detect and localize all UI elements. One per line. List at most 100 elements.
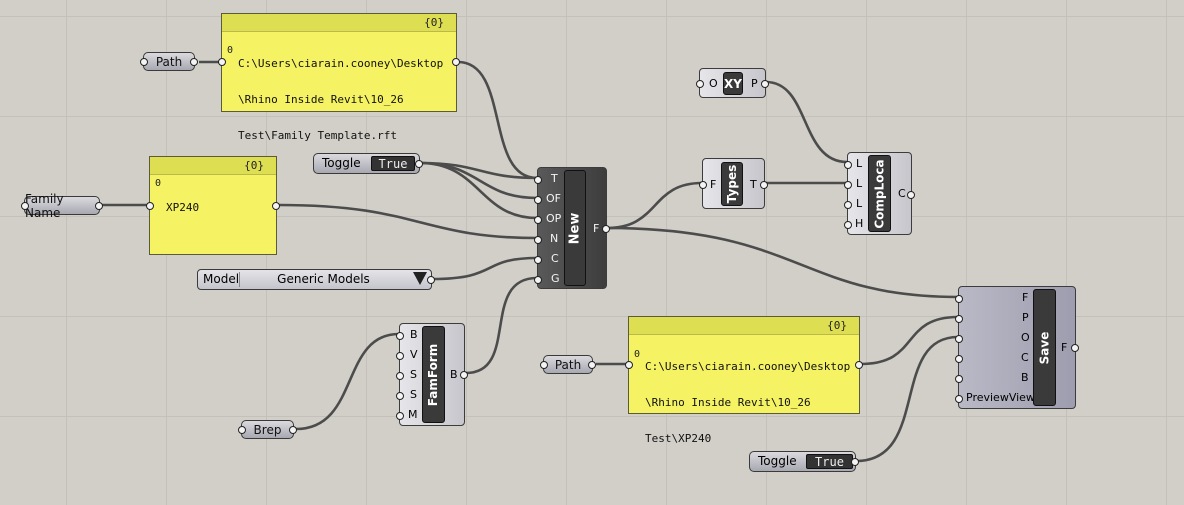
input-C[interactable]: C (551, 252, 559, 265)
input-grip[interactable] (534, 276, 542, 284)
input-grip[interactable] (955, 355, 963, 363)
input-O[interactable]: O (1021, 331, 1030, 344)
output-grip[interactable] (851, 458, 859, 466)
input-F[interactable]: F (1022, 291, 1029, 304)
output-grip[interactable] (855, 361, 863, 369)
input-L[interactable]: L (856, 197, 863, 210)
input-grip[interactable] (396, 352, 404, 360)
input-OP[interactable]: OP (546, 212, 562, 225)
input-grip[interactable] (21, 202, 29, 210)
input-L[interactable]: L (856, 177, 863, 190)
input-grip[interactable] (238, 426, 246, 434)
input-grip[interactable] (140, 58, 148, 66)
input-grip[interactable] (540, 361, 548, 369)
output-grip[interactable] (427, 276, 435, 284)
input-grip[interactable] (699, 181, 707, 189)
input-P[interactable]: P (1022, 311, 1029, 324)
input-PreviewView[interactable]: PreviewView (966, 391, 1035, 404)
output-B[interactable]: B (450, 368, 458, 381)
input-grip[interactable] (844, 221, 852, 229)
template-path-panel[interactable]: {0} 0 C:\Users\ciarain.cooney\Desktop \R… (218, 13, 460, 142)
output-grip[interactable] (289, 426, 297, 434)
input-grip[interactable] (396, 392, 404, 400)
input-grip[interactable] (955, 335, 963, 343)
input-grip[interactable] (534, 196, 542, 204)
panel-index: 0 (155, 178, 162, 189)
input-grip[interactable] (955, 375, 963, 383)
input-V[interactable]: V (410, 348, 418, 361)
toggle-value[interactable]: True (371, 156, 415, 171)
famform-component[interactable]: B V S S M FamForm B (396, 323, 468, 426)
output-grip[interactable] (190, 58, 198, 66)
brep-param[interactable]: Brep (238, 420, 297, 439)
boolean-toggle[interactable]: Toggle True (313, 153, 423, 174)
output-grip[interactable] (760, 181, 768, 189)
wire-toggle-to-new-of (419, 161, 538, 200)
category-dropdown[interactable]: Model Generic Models (197, 269, 435, 290)
new-family-component[interactable]: T OF OP N C G New F (534, 167, 610, 289)
input-H[interactable]: H (855, 217, 864, 230)
output-F[interactable]: F (1061, 341, 1068, 354)
chevron-down-icon[interactable] (413, 272, 427, 285)
input-grip[interactable] (625, 361, 633, 369)
output-grip[interactable] (907, 191, 915, 199)
component-nickname: New (564, 170, 586, 286)
output-F[interactable]: F (593, 222, 600, 235)
input-F[interactable]: F (710, 178, 717, 191)
family-name-panel[interactable]: {0} 0 XP240 (146, 156, 280, 255)
family-name-label: Family Name (25, 191, 64, 220)
input-N[interactable]: N (550, 232, 559, 245)
save-path-panel[interactable]: {0} 0 C:\Users\ciarain.cooney\Desktop \R… (625, 316, 863, 445)
output-grip[interactable] (588, 361, 596, 369)
input-grip[interactable] (534, 256, 542, 264)
input-OF[interactable]: OF (546, 192, 561, 205)
input-grip[interactable] (146, 202, 154, 210)
input-C[interactable]: C (1021, 351, 1029, 364)
output-grip[interactable] (761, 80, 769, 88)
input-grip[interactable] (955, 295, 963, 303)
input-B[interactable]: B (1021, 371, 1029, 384)
input-grip[interactable] (534, 216, 542, 224)
toggle-value[interactable]: True (806, 454, 853, 469)
input-grip[interactable] (396, 372, 404, 380)
input-grip[interactable] (218, 58, 226, 66)
output-grip[interactable] (602, 225, 610, 233)
input-grip[interactable] (396, 332, 404, 340)
save-component[interactable]: F P O C B PreviewView Save F (955, 286, 1079, 409)
input-O[interactable]: O (709, 77, 718, 90)
input-G[interactable]: G (551, 272, 560, 285)
output-grip[interactable] (452, 58, 460, 66)
input-grip[interactable] (844, 201, 852, 209)
input-grip[interactable] (534, 236, 542, 244)
input-grip[interactable] (844, 161, 852, 169)
output-grip[interactable] (1071, 344, 1079, 352)
input-T[interactable]: T (551, 172, 558, 185)
output-grip[interactable] (460, 371, 468, 379)
input-grip[interactable] (396, 412, 404, 420)
family-name-param[interactable]: Family Name (21, 192, 103, 220)
input-S[interactable]: S (410, 368, 417, 381)
output-P[interactable]: P (751, 77, 758, 90)
boolean-toggle[interactable]: Toggle True (749, 451, 859, 472)
component-location-component[interactable]: L L L H CompLoca C (844, 152, 915, 235)
output-C[interactable]: C (898, 187, 906, 200)
input-L[interactable]: L (856, 157, 863, 170)
panel-text: XP240 (166, 178, 206, 238)
input-B[interactable]: B (410, 328, 418, 341)
output-grip[interactable] (272, 202, 280, 210)
input-grip[interactable] (955, 315, 963, 323)
input-grip[interactable] (955, 395, 963, 403)
input-grip[interactable] (696, 80, 704, 88)
output-grip[interactable] (95, 202, 103, 210)
path-param[interactable]: Path (140, 52, 198, 71)
input-S[interactable]: S (410, 388, 417, 401)
path-param[interactable]: Path (540, 355, 596, 374)
output-T[interactable]: T (750, 178, 757, 191)
output-grip[interactable] (415, 160, 423, 168)
types-component[interactable]: F Types T (699, 158, 768, 209)
input-grip[interactable] (534, 176, 542, 184)
xy-plane-component[interactable]: O XY P (696, 68, 769, 98)
input-grip[interactable] (844, 181, 852, 189)
input-M[interactable]: M (408, 408, 418, 421)
